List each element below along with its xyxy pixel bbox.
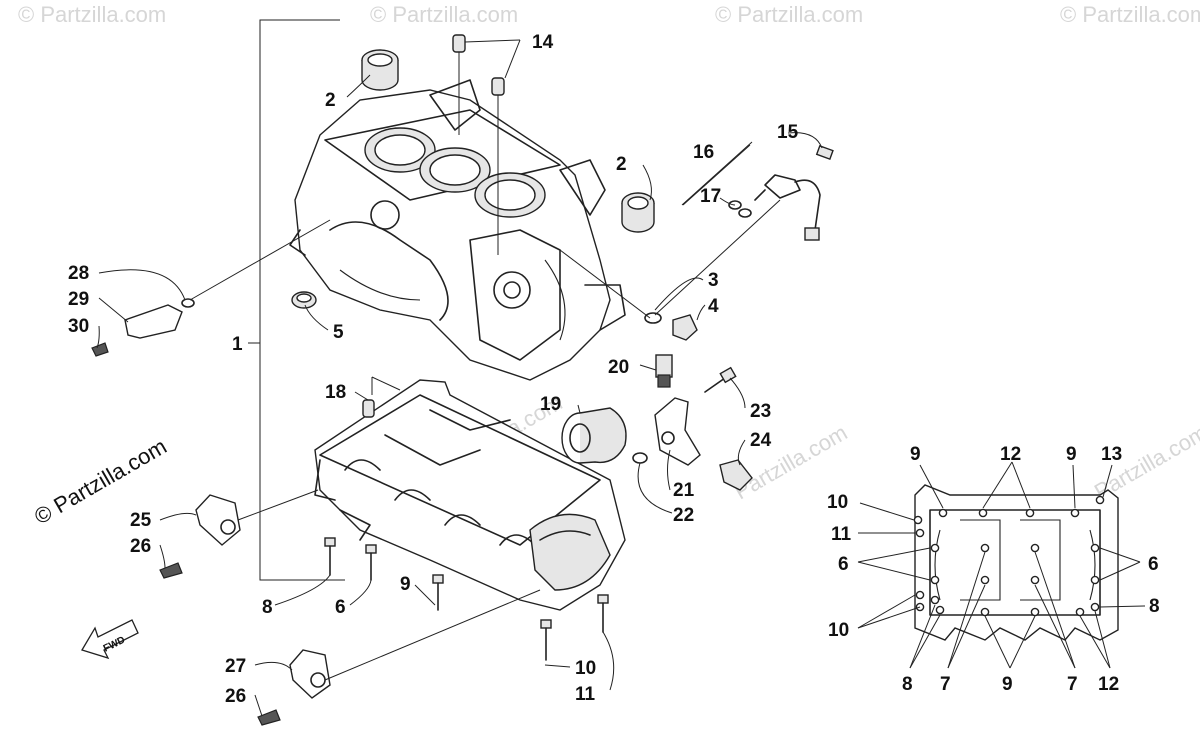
- callout-22: 22: [673, 505, 694, 526]
- leader-lines: [96, 39, 823, 717]
- callout-14: 14: [532, 32, 554, 53]
- callout-9: 9: [400, 574, 411, 595]
- callout-6: 6: [335, 597, 346, 618]
- watermark-corner-1: © Partzilla.com: [18, 2, 166, 27]
- bracket-21: [654, 397, 701, 466]
- callout-8: 8: [262, 597, 273, 618]
- mount-25: [159, 494, 241, 579]
- fitting-28-30: [91, 298, 195, 357]
- callout-26-lower: 26: [225, 686, 246, 707]
- inset-callout-9-bottom: 9: [1002, 674, 1013, 695]
- callout-27: 27: [225, 656, 246, 677]
- pressure-sensor-20: [655, 354, 673, 388]
- temperature-sensor: [728, 144, 834, 241]
- callout-10: 10: [575, 658, 596, 679]
- assembly-bracket: [248, 19, 345, 581]
- inset-callout-6-right: 6: [1148, 554, 1159, 575]
- inset-callouts: 9 12 9 13 10 11 6 6 8 10 8 7 9 7 12: [827, 444, 1160, 695]
- inset-callout-11: 11: [831, 524, 852, 545]
- inset-callout-9-top-right: 9: [1066, 444, 1077, 465]
- callout-2-right: 2: [616, 154, 627, 175]
- sensor-24: [719, 459, 753, 491]
- inset-callout-7-left: 7: [940, 674, 951, 695]
- watermark-corner-2: © Partzilla.com: [370, 2, 518, 27]
- callout-4: 4: [708, 296, 719, 317]
- plug-5: [291, 291, 317, 309]
- callout-17: 17: [700, 186, 721, 207]
- callout-23: 23: [750, 401, 771, 422]
- inset-callout-7-right: 7: [1067, 674, 1078, 695]
- callout-16: 16: [693, 142, 714, 163]
- bolts-lower: [324, 537, 609, 661]
- callout-2-left: 2: [325, 90, 336, 111]
- callout-19: 19: [540, 394, 561, 415]
- callout-3: 3: [708, 270, 719, 291]
- watermark-corner-4: © Partzilla.com: [1060, 2, 1200, 27]
- inset-callout-9-top-left: 9: [910, 444, 921, 465]
- fwd-arrow-icon: FWD: [81, 619, 139, 660]
- bushing-upper-right: [621, 192, 655, 233]
- callout-20: 20: [608, 357, 629, 378]
- callout-25: 25: [130, 510, 152, 531]
- oring-22: [632, 452, 648, 464]
- mount-27: [257, 649, 331, 726]
- callout-26-upper: 26: [130, 536, 151, 557]
- callout-11: 11: [575, 684, 596, 705]
- callout-28: 28: [68, 263, 89, 284]
- inset-callout-10-lower: 10: [828, 620, 849, 641]
- upper-crankcase: [289, 79, 626, 381]
- callout-5: 5: [333, 322, 344, 343]
- callouts: 1 2 2 3 4 5 6 8 9 10 11 14 15 16 17 18 1…: [68, 32, 799, 707]
- inset-callout-12-top: 12: [1000, 444, 1021, 465]
- inset-callout-8-bottom: 8: [902, 674, 913, 695]
- inset-bolt-holes: [913, 495, 1105, 617]
- callout-21: 21: [673, 480, 695, 501]
- bolt-layout-inset: [857, 461, 1146, 669]
- callout-29: 29: [68, 289, 89, 310]
- lower-crankcase: [314, 379, 626, 611]
- callout-15: 15: [777, 122, 799, 143]
- callout-24: 24: [750, 430, 772, 451]
- inset-leaders: [857, 461, 1146, 669]
- callout-1: 1: [232, 334, 243, 355]
- inset-callout-10-upper: 10: [827, 492, 848, 513]
- inset-callout-13: 13: [1101, 444, 1122, 465]
- dowel-pin-18: [362, 399, 375, 418]
- inset-callout-12-bottom: 12: [1098, 674, 1119, 695]
- inset-callout-6-left: 6: [838, 554, 849, 575]
- callout-18: 18: [325, 382, 346, 403]
- oil-filter: [561, 407, 627, 464]
- guide-lines: [189, 199, 781, 681]
- callout-30: 30: [68, 316, 89, 337]
- oring-and-cap: [644, 312, 698, 341]
- bolt-23: [704, 366, 737, 393]
- watermark-corner-3: © Partzilla.com: [715, 2, 863, 27]
- inset-callout-8-right: 8: [1149, 596, 1160, 617]
- bushing-upper-left: [361, 49, 399, 91]
- dowel-pins: [452, 34, 505, 255]
